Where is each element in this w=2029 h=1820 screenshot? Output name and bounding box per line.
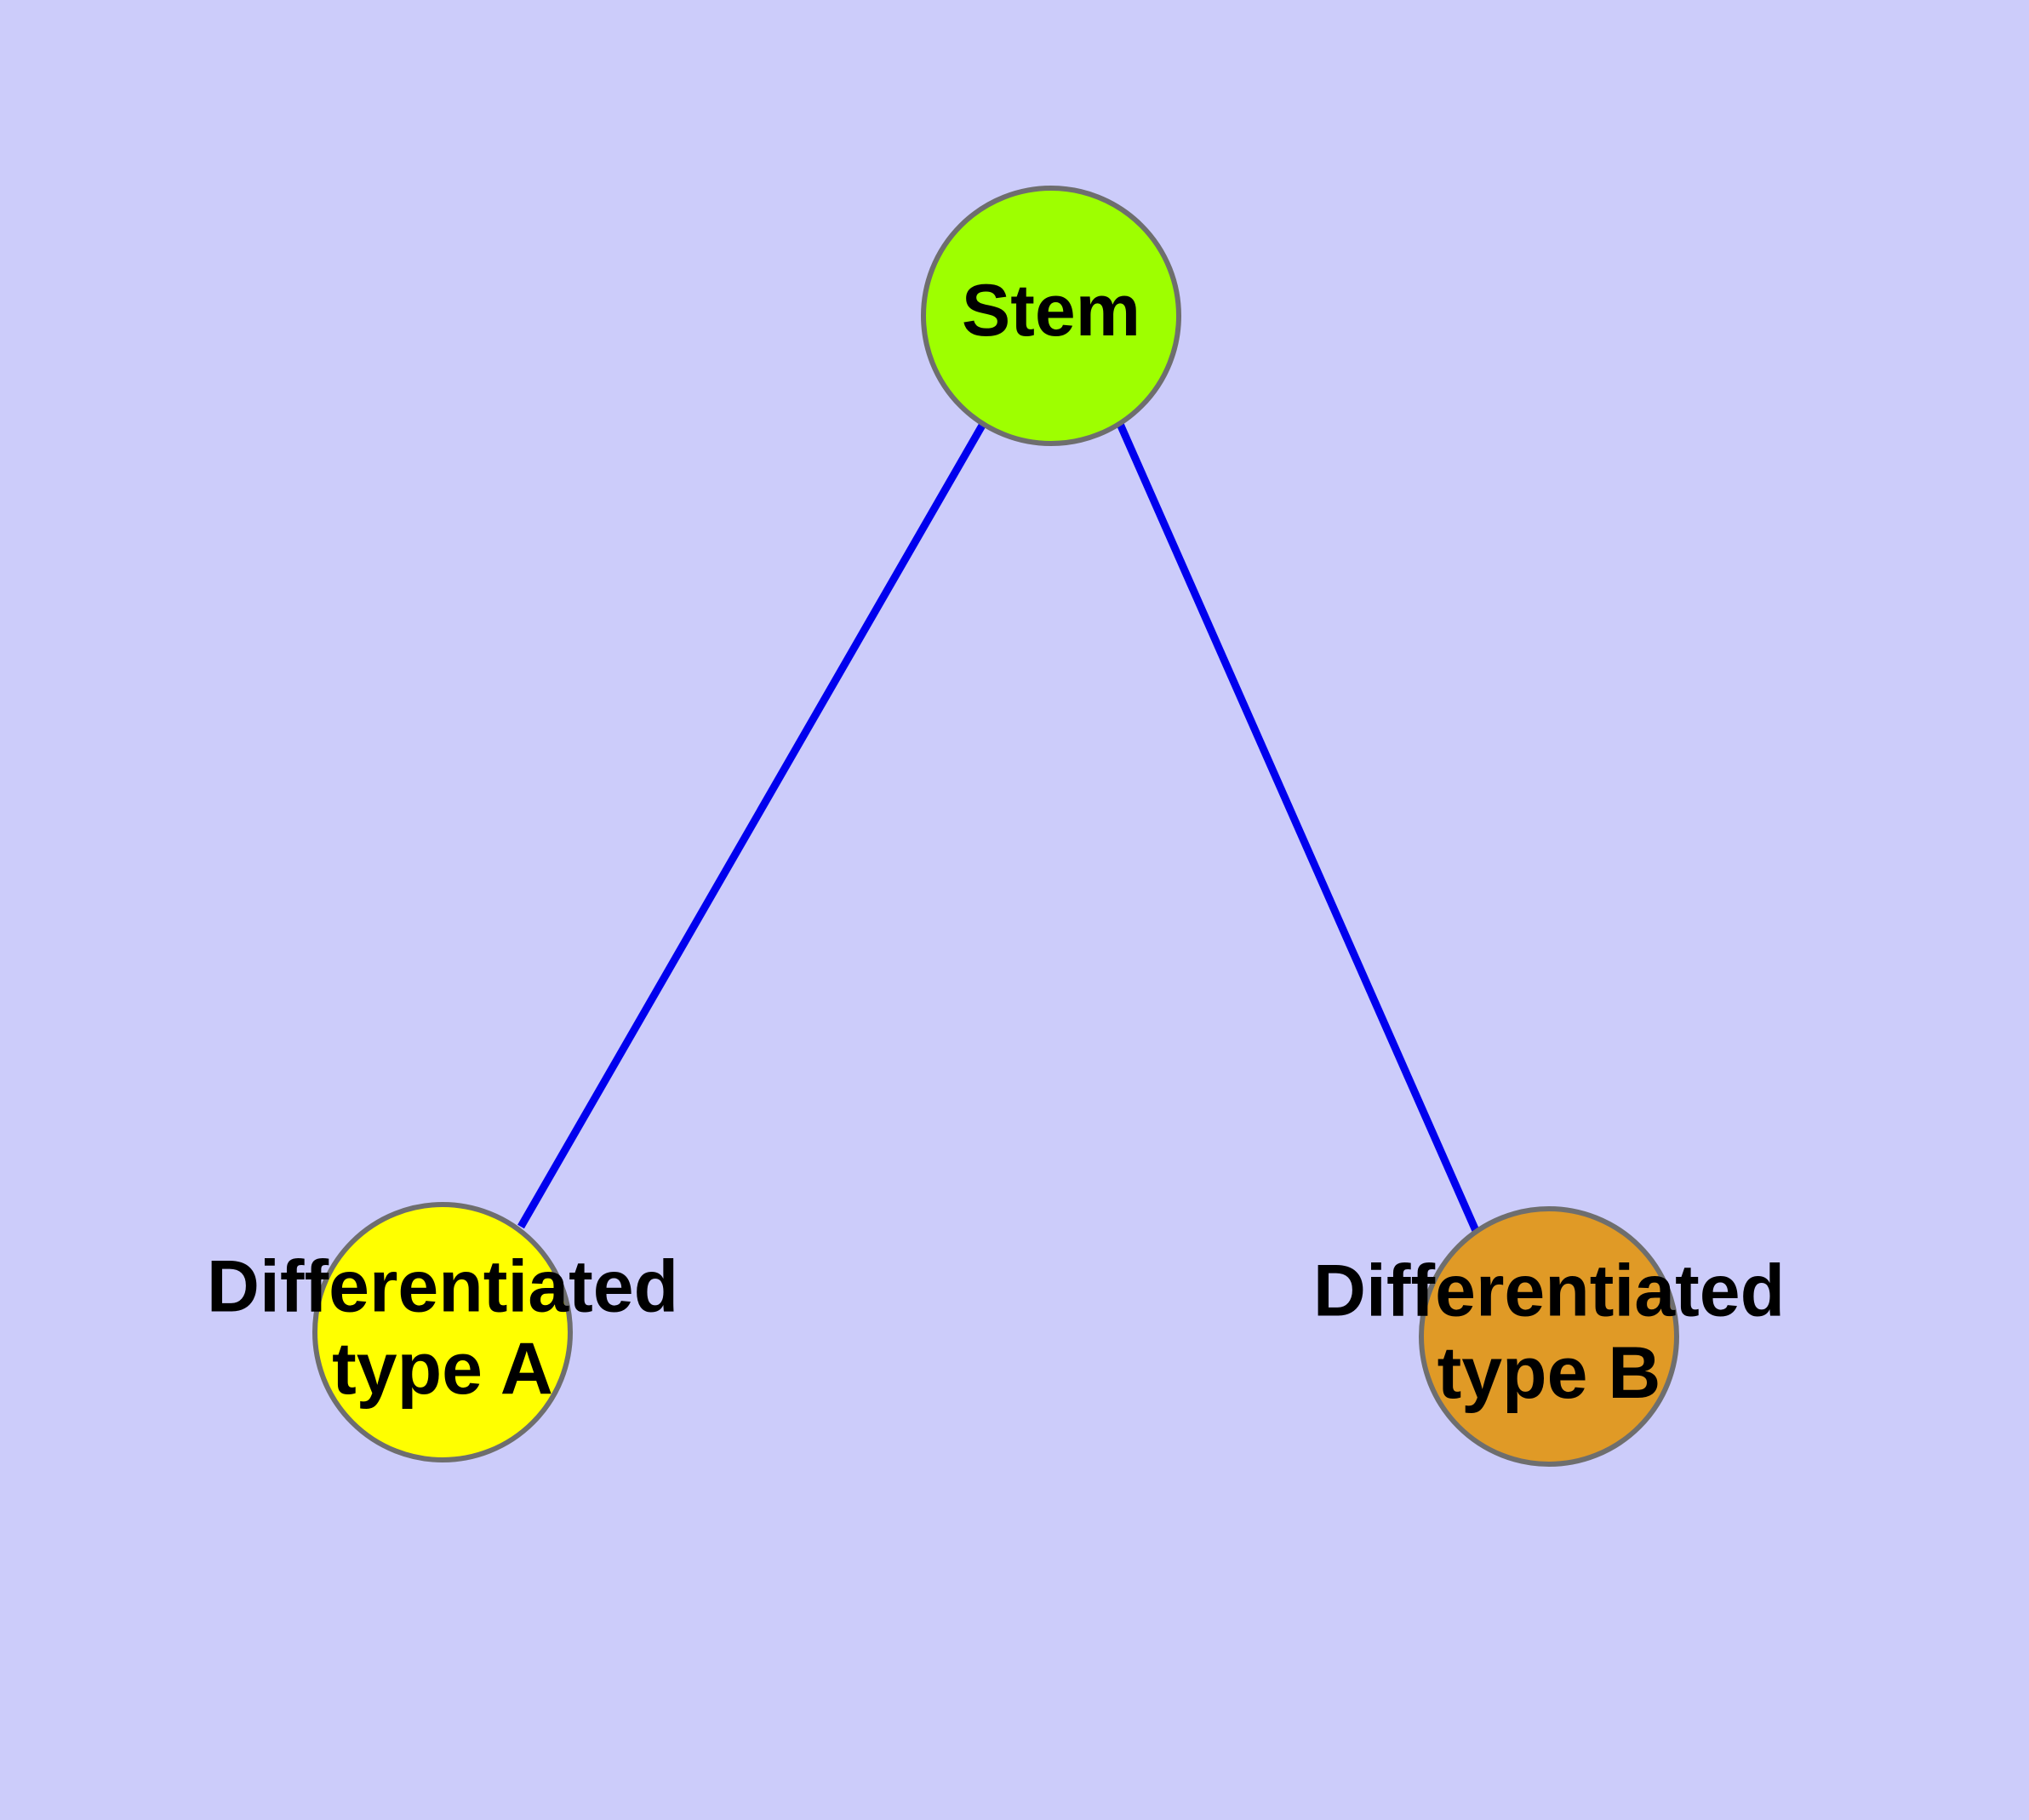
node-label-line1-diff-a: Differentiated (207, 1245, 678, 1327)
nodes-layer (312, 186, 1679, 1467)
edge-stem-to-diff-a[interactable] (517, 421, 986, 1229)
edge-stem-to-diff-b[interactable] (1116, 422, 1481, 1234)
node-diff-b[interactable] (1419, 1206, 1679, 1467)
node-label-stem: Stem (962, 270, 1140, 352)
node-label-line2-diff-a: type A (332, 1328, 553, 1410)
node-label-line2-diff-b: type B (1437, 1332, 1661, 1414)
node-label-line1-diff-b: Differentiated (1313, 1250, 1785, 1331)
node-diff-a[interactable] (312, 1202, 573, 1462)
node-label-line1-stem: Stem (962, 270, 1140, 352)
node-stem[interactable] (921, 186, 1181, 446)
edges-layer (517, 421, 1481, 1234)
